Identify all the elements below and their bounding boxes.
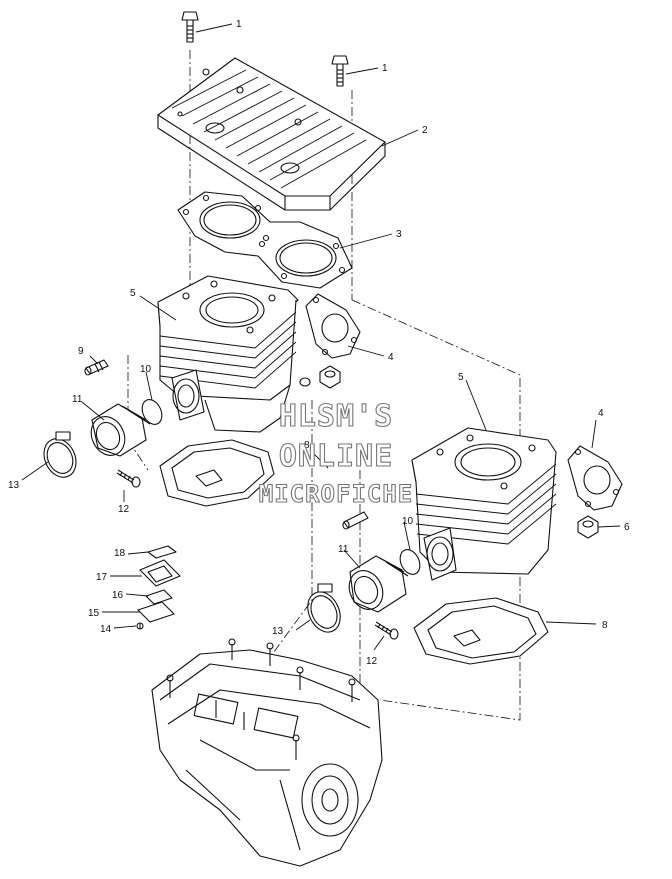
base-gasket-left <box>159 439 275 507</box>
callout-16: 16 <box>112 590 124 601</box>
callout-6: 6 <box>624 522 630 533</box>
callout-1-right: 1 <box>382 63 388 74</box>
o-ring-right <box>399 549 421 575</box>
cylinder-right <box>411 427 557 581</box>
watermark: HLSM'S ONLINE MICROFICHE <box>258 398 414 508</box>
callout-4-left: 4 <box>388 352 394 363</box>
reed-cage <box>139 559 181 587</box>
callout-18: 18 <box>114 548 126 559</box>
callout-numbers: 1 1 2 3 5 4 9 10 11 13 12 8 5 4 6 10 11 … <box>8 19 630 667</box>
base-gasket-right <box>413 597 549 665</box>
callout-1-top: 1 <box>236 19 242 30</box>
cylinder-head <box>157 57 386 211</box>
callout-15: 15 <box>88 608 100 619</box>
callout-8-left: 8 <box>304 440 310 451</box>
callout-8-right: 8 <box>602 620 608 631</box>
watermark-line-3: MICROFICHE <box>259 480 414 508</box>
callout-4-right: 4 <box>598 408 604 419</box>
callout-2: 2 <box>422 125 428 136</box>
callout-12-right: 12 <box>366 656 378 667</box>
crankcase <box>151 638 383 867</box>
cylinder-left <box>157 275 311 433</box>
nut-right <box>577 515 599 539</box>
nut-upper <box>319 365 341 389</box>
callout-14: 14 <box>100 624 112 635</box>
screw-right <box>374 621 399 640</box>
callout-11-right: 11 <box>338 544 349 555</box>
reed-stop <box>147 545 177 559</box>
reed-plate <box>137 601 175 623</box>
callout-9: 9 <box>78 346 84 357</box>
callout-13-right: 13 <box>272 626 284 637</box>
callout-12-left: 12 <box>118 504 130 515</box>
callout-10-right: 10 <box>402 516 414 527</box>
reed-petal <box>145 589 173 605</box>
callout-5-right: 5 <box>458 372 464 383</box>
clamp-right <box>307 583 341 633</box>
callout-10-left: 10 <box>140 364 152 375</box>
o-ring-left <box>141 399 163 425</box>
clamp-left <box>43 431 77 478</box>
callout-13-left: 13 <box>8 480 20 491</box>
callout-3: 3 <box>396 229 402 240</box>
intake-adaptor-right <box>348 555 409 613</box>
watermark-line-2: ONLINE <box>279 439 393 474</box>
screw-left <box>116 469 141 488</box>
stud-right <box>342 511 369 530</box>
head-bolt-left <box>181 11 199 43</box>
watermark-line-1: HLSM'S <box>279 399 393 434</box>
exhaust-gasket-right <box>567 445 623 511</box>
stud-bolt <box>84 359 109 376</box>
callout-11-left: 11 <box>72 394 83 405</box>
callout-5-left: 5 <box>130 288 136 299</box>
reed-screw <box>136 622 144 630</box>
head-gasket <box>177 191 353 289</box>
callout-17: 17 <box>96 572 108 583</box>
head-bolt-right <box>331 55 349 87</box>
leader-lines <box>21 23 621 651</box>
exhaust-gasket-left <box>305 293 361 359</box>
intake-adaptor-left <box>90 403 151 457</box>
